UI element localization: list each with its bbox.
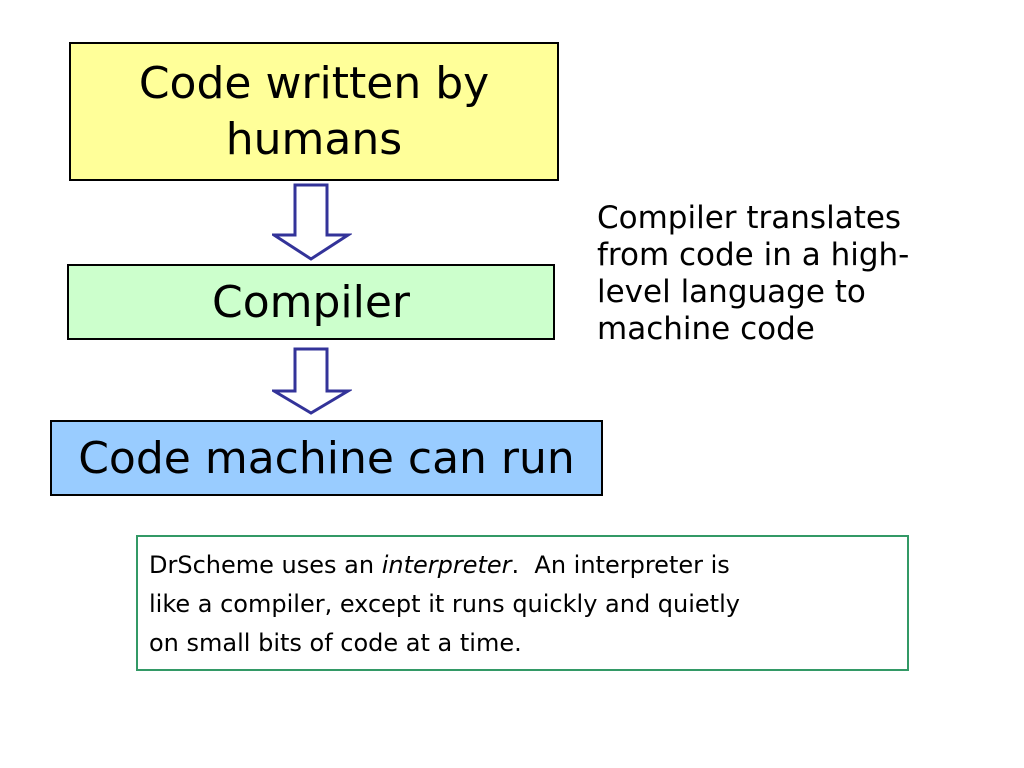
compiler-description-line-3: level language to — [597, 274, 866, 310]
machine-code-box: Code machine can run — [50, 420, 603, 496]
down-arrow-icon — [272, 347, 352, 415]
humans-code-label-line-2: humans — [225, 113, 403, 165]
interpreter-note-line-2: like a compiler, except it runs quickly … — [149, 590, 740, 618]
interpreter-note-line-3: on small bits of code at a time. — [149, 629, 522, 657]
compiler-description: Compiler translates from code in a high-… — [597, 200, 987, 348]
interpreter-note-text-end: . An interpreter is — [511, 551, 730, 579]
compiler-description-line-4: machine code — [597, 311, 815, 347]
compiler-description-line-1: Compiler translates — [597, 200, 902, 236]
humans-code-box: Code written by humans — [69, 42, 559, 181]
machine-code-label: Code machine can run — [78, 432, 575, 484]
compiler-description-line-2: from code in a high- — [597, 237, 910, 273]
down-arrow-icon — [272, 183, 352, 261]
humans-code-label-line-1: Code written by — [138, 57, 490, 109]
interpreter-term: interpreter — [381, 551, 512, 579]
compiler-box: Compiler — [67, 264, 555, 340]
interpreter-note-line-1: DrScheme uses an interpreter. An interpr… — [149, 546, 897, 585]
interpreter-note-text-start: DrScheme uses an — [149, 551, 382, 579]
interpreter-note-box: DrScheme uses an interpreter. An interpr… — [136, 535, 909, 671]
compiler-label: Compiler — [211, 276, 411, 328]
